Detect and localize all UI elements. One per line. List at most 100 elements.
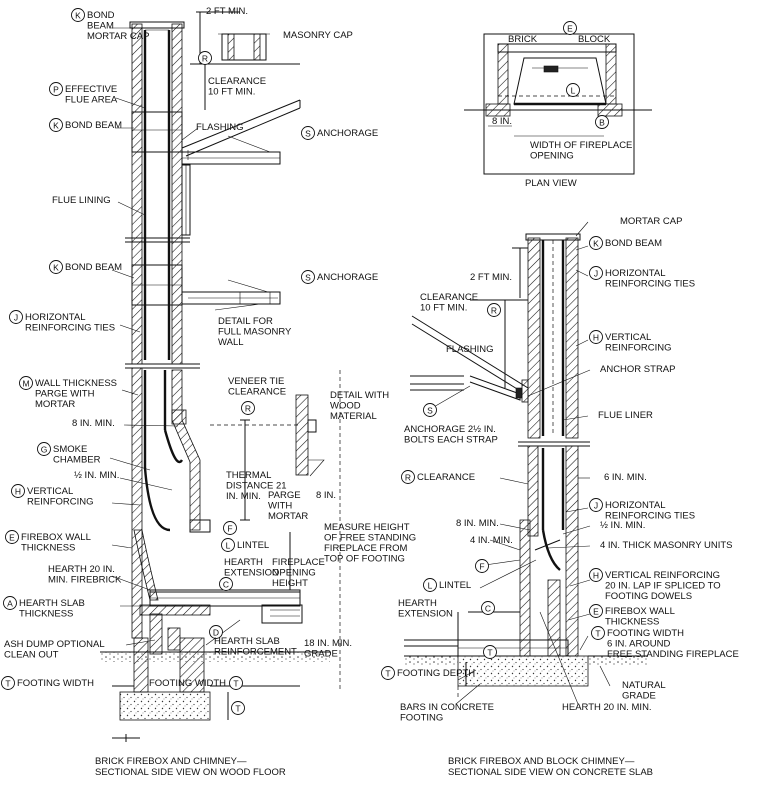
callout-label: HEARTH <box>224 557 263 568</box>
callout-label: HORIZONTAL <box>605 268 666 279</box>
callout-label: NATURAL <box>622 680 666 691</box>
callout-label: 4 IN. THICK MASONRY UNITS <box>600 540 733 551</box>
callout-label: MORTAR <box>268 511 308 522</box>
callout-label: BRICK <box>508 34 538 45</box>
callout-label: REINFORCEMENT <box>214 647 297 658</box>
chimney-wall-left <box>131 23 143 365</box>
callout-label: ANCHOR STRAP <box>600 364 675 375</box>
callout-label: REINFORCING TIES <box>25 323 115 334</box>
callout-label: FIREPLACE FROM <box>324 543 407 554</box>
callout-label: IN. MIN. <box>226 491 261 502</box>
callout-label: MATERIAL <box>330 411 377 422</box>
callout-label: 20 IN. LAP IF SPLICED TO <box>605 581 721 592</box>
callout-label: HEARTH <box>398 598 437 609</box>
callout-label: EXTENSION <box>224 568 279 579</box>
callout-bubble <box>301 270 315 284</box>
callout-letter: T <box>595 629 600 639</box>
callout-label: PARGE WITH <box>35 389 95 400</box>
callout-label: CLEARANCE <box>228 387 286 398</box>
callout-letter: E <box>9 533 15 543</box>
callout-letter: J <box>594 501 598 511</box>
callout-bubble <box>483 645 497 659</box>
callout-letter: M <box>22 379 29 389</box>
callout-label: CLEAN OUT <box>4 650 59 661</box>
callout-label: HEARTH SLAB <box>214 636 280 647</box>
left-section-drawing <box>100 11 341 742</box>
callout-label: ASH DUMP OPTIONAL <box>4 639 105 650</box>
callout-label: FLASHING <box>196 122 244 133</box>
callout-label: VENEER TIE <box>228 376 284 387</box>
callout-bubble <box>481 601 495 615</box>
callout-label: FLASHING <box>446 344 494 355</box>
callout-label: BEAM <box>87 21 114 32</box>
callout-letter: G <box>41 445 48 455</box>
callout-letter: A <box>7 599 13 609</box>
callout-label: ½ IN. MIN. <box>600 520 645 531</box>
callout-label: 8 IN. MIN. <box>456 518 499 529</box>
callout-letter: C <box>223 580 229 590</box>
callout-label: 8 IN. <box>316 490 336 501</box>
callout-bubble <box>591 626 605 640</box>
callout-label: SMOKE <box>53 444 87 455</box>
callout-letter: F <box>479 562 484 572</box>
callout-label: OPENING <box>272 568 316 579</box>
callout-bubble <box>1 676 15 690</box>
plan-view-drawing <box>464 33 652 175</box>
callout-bubble <box>423 578 437 592</box>
callout-bubble <box>49 118 63 132</box>
callout-label: WITH <box>268 501 292 512</box>
callout-letter: T <box>487 648 492 658</box>
callout-label: WALL <box>218 337 244 348</box>
callout-label: HORIZONTAL <box>25 312 86 323</box>
callout-label: BOND <box>87 10 115 21</box>
callout-label: 2 FT MIN. <box>206 6 248 17</box>
right-caption-line2: SECTIONAL SIDE VIEW ON CONCRETE SLAB <box>448 767 653 778</box>
callout-letter: L <box>428 581 433 591</box>
callout-label: HEIGHT <box>272 578 308 589</box>
callout-label: 8 IN. <box>492 116 512 127</box>
callout-label: EXTENSION <box>398 609 453 620</box>
callout-label: CHAMBER <box>53 455 101 466</box>
callout-letter: S <box>305 129 311 139</box>
callout-label: LINTEL <box>237 540 269 551</box>
callout-label: ANCHORAGE 2½ IN. <box>404 424 496 435</box>
callout-label: EFFECTIVE <box>65 84 117 95</box>
callout-label: FOOTING WIDTH <box>17 678 94 689</box>
left-caption-line2: SECTIONAL SIDE VIEW ON WOOD FLOOR <box>95 767 286 778</box>
callout-letter: S <box>305 273 311 283</box>
left-caption-line1: BRICK FIREBOX AND CHIMNEY— <box>95 756 247 767</box>
callout-letter: K <box>53 263 59 273</box>
callout-letter: H <box>15 487 21 497</box>
callout-bubble <box>19 376 33 390</box>
callout-label: REINFORCING TIES <box>605 279 695 290</box>
callout-label: WALL THICKNESS <box>35 378 117 389</box>
callout-bubble <box>589 604 603 618</box>
callout-label: ANCHORAGE <box>317 128 378 139</box>
callout-bubble <box>589 568 603 582</box>
callout-label: HORIZONTAL <box>605 500 666 511</box>
callout-bubble <box>229 676 243 690</box>
callout-label: 6 IN. MIN. <box>604 472 647 483</box>
callout-bubble <box>223 521 237 535</box>
callout-bubble <box>219 577 233 591</box>
callout-label: FOOTING DOWELS <box>605 591 692 602</box>
callout-label: VERTICAL <box>605 332 651 343</box>
callout-bubble <box>231 701 245 715</box>
callout-label: FOOTING DEPTH <box>397 668 475 679</box>
callout-bubble <box>209 625 223 639</box>
callout-bubble <box>401 470 415 484</box>
right-caption-line1: BRICK FIREBOX AND BLOCK CHIMNEY— <box>448 756 635 767</box>
callout-bubble <box>566 83 580 97</box>
callout-bubble <box>71 8 85 22</box>
callout-bubble <box>301 126 315 140</box>
callout-label: FOOTING <box>400 713 443 724</box>
callout-bubble <box>49 82 63 96</box>
callout-label: WOOD <box>330 401 361 412</box>
callout-bubble <box>563 21 577 35</box>
chimney-wall-right <box>171 23 183 365</box>
callout-label: BOND BEAM <box>605 238 662 249</box>
callout-label: REINFORCING TIES <box>605 511 695 522</box>
callout-label: OPENING <box>530 151 574 162</box>
